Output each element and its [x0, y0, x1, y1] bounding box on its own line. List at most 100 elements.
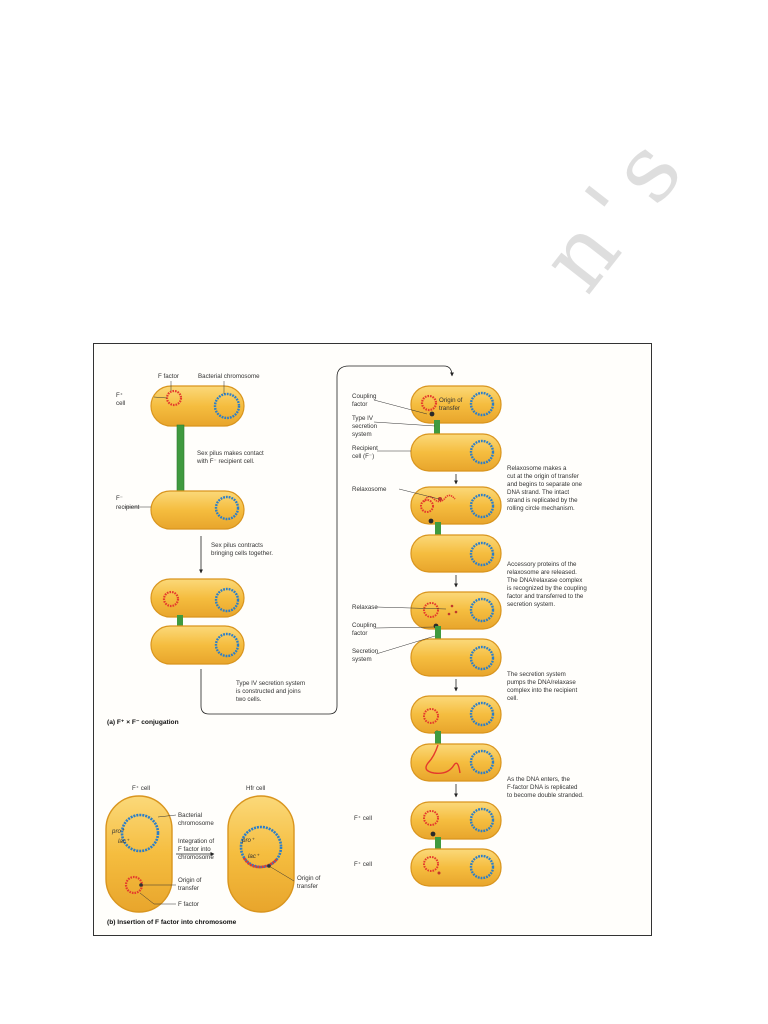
label-origin-of-transfer: Origin of — [439, 397, 463, 404]
note-sex-pilus-contracts: bringing cells together. — [211, 550, 273, 557]
type-iv-secretion-system — [434, 420, 440, 436]
f-factor-dot — [437, 871, 441, 875]
note-relaxosome-cut: Relaxosome makes a cut at the origin of … — [507, 465, 583, 512]
bacterial-chromosome — [469, 701, 495, 727]
note-sex-pilus-contact: with F⁻ recipient cell. — [196, 458, 255, 465]
f-plus-cell-large — [105, 795, 173, 913]
label-lac-hfr: lac⁺ — [248, 853, 260, 860]
svg-text:strand is replicated by the: strand is replicated by the — [507, 497, 578, 504]
watermark: n's — [520, 108, 712, 311]
svg-text:The secretion system: The secretion system — [507, 671, 566, 678]
svg-text:and begins to separate one: and begins to separate one — [507, 481, 583, 488]
bacterial-chromosome — [469, 493, 495, 519]
svg-text:relaxosome are released.: relaxosome are released. — [507, 569, 577, 576]
type-iv-secretion-system — [435, 837, 441, 852]
svg-text:to become double stranded.: to become double stranded. — [507, 792, 584, 799]
label-pro: pro⁺ — [111, 828, 125, 835]
label-f-plus-cell: cell — [116, 400, 125, 407]
donor-cell-paired — [150, 578, 245, 618]
svg-text:cell.: cell. — [507, 695, 518, 702]
label-integration: chromosome — [178, 854, 214, 861]
svg-text:Accessory proteins of the: Accessory proteins of the — [507, 561, 577, 568]
note-type-iv: is constructed and joins — [236, 688, 301, 695]
hfr-cell-large — [227, 795, 295, 913]
relaxase-dot — [450, 604, 454, 608]
sex-pilus — [176, 424, 185, 495]
note-accessory-proteins: Accessory proteins of the relaxosome are… — [507, 561, 587, 608]
label-integration: F factor into — [178, 846, 211, 853]
recipient-chromosome — [469, 541, 495, 567]
figure-frame: F factor Bacterial chromosome F⁺ cell F⁻… — [93, 343, 652, 936]
label-type-iv-secretion: Type IV — [352, 415, 374, 422]
label-origin-of-transfer: transfer — [439, 405, 460, 412]
recipient-chromosome — [469, 439, 495, 465]
svg-text:rolling circle mechanism.: rolling circle mechanism. — [507, 505, 575, 512]
svg-text:pumps the DNA/relaxase: pumps the DNA/relaxase — [507, 679, 576, 686]
label-f-plus-cell: F⁺ — [116, 392, 123, 399]
coupling-factor-dot — [429, 411, 435, 417]
relaxosome-dot — [438, 497, 442, 501]
label-coupling-factor: factor — [352, 401, 367, 408]
note-type-iv: two cells. — [236, 696, 262, 703]
f-factor-plasmid — [162, 590, 180, 608]
bacterial-chromosome — [120, 813, 160, 853]
svg-text:The DNA/relaxase complex: The DNA/relaxase complex — [507, 577, 583, 584]
relaxase-dot — [454, 610, 458, 614]
label-f-minus-recipient: recipient — [116, 504, 140, 511]
label-f-minus-recipient: F⁻ — [116, 495, 123, 502]
relaxosome-dna — [423, 494, 456, 503]
caption-panel-b: (b) Insertion of F factor into chromosom… — [107, 919, 237, 926]
label-origin-of-transfer-hfr: Origin of — [297, 875, 321, 882]
f-factor-plasmid — [423, 708, 439, 724]
label-secretion-system: system — [352, 656, 372, 663]
label-f-plus-cell-b: F⁺ cell — [132, 785, 150, 792]
recipient-cell — [410, 534, 502, 573]
hfr-chromosome — [239, 825, 283, 869]
label-pro-hfr: pro⁺ — [241, 837, 255, 844]
panel-b: F⁺ cell Hfr cell pro⁺ lac⁺ pro⁺ lac⁺ — [105, 785, 295, 913]
svg-text:Relaxosome makes a: Relaxosome makes a — [507, 465, 567, 472]
f-factor-plasmid — [423, 602, 439, 618]
conjugation-diagram: F factor Bacterial chromosome F⁺ cell F⁻… — [105, 365, 587, 926]
flow-connector — [200, 365, 454, 715]
svg-text:secretion system.: secretion system. — [507, 601, 555, 608]
svg-text:cut at the origin of transfer: cut at the origin of transfer — [507, 473, 579, 480]
recipient-chromosome — [214, 632, 240, 658]
recipient-chromosome — [469, 645, 495, 671]
f-factor-plasmid — [423, 856, 439, 872]
label-integration: Integration of — [178, 838, 214, 845]
label-type-iv-secretion: system — [352, 431, 372, 438]
svg-text:DNA strand. The intact: DNA strand. The intact — [507, 489, 569, 496]
label-relaxase: Relaxase — [352, 604, 378, 611]
svg-text:is recognized by the coupling: is recognized by the coupling — [507, 585, 587, 592]
bacterial-chromosome — [214, 587, 240, 613]
label-f-plus-cell-1: F⁺ cell — [354, 815, 372, 822]
type-iv-secretion-system — [435, 522, 441, 537]
label-coupling-factor: Coupling — [352, 393, 377, 400]
note-type-iv: Type IV secretion system — [236, 680, 305, 687]
svg-text:F-factor DNA is replicated: F-factor DNA is replicated — [507, 784, 578, 791]
recipient-cell — [410, 743, 502, 782]
bacterial-chromosome — [213, 392, 241, 420]
caption-panel-a: (a) F⁺ × F⁻ conjugation — [107, 719, 179, 726]
transferring-dna-strand — [425, 744, 461, 775]
label-f-plus-cell-2: F⁺ cell — [354, 861, 372, 868]
label-f-factor: F factor — [158, 373, 179, 380]
label-bacterial-chromosome-b: Bacterial — [178, 812, 202, 819]
svg-text:factor and transferred to the: factor and transferred to the — [507, 593, 584, 600]
f-plus-cell — [150, 385, 245, 427]
sex-pilus-short — [177, 615, 183, 628]
recipient-chromosome — [469, 749, 495, 775]
panel-a-right — [373, 385, 502, 887]
panel-a-left — [124, 365, 454, 715]
coupling-factor-dot — [428, 518, 434, 524]
bacterial-chromosome — [469, 597, 495, 623]
label-secretion-system: Secretion — [352, 648, 379, 655]
bacterial-chromosome — [469, 391, 495, 417]
label-recipient-cell: cell (F⁻) — [352, 453, 374, 460]
recipient-chromosome — [214, 495, 240, 521]
label-coupling-factor-2: factor — [352, 630, 367, 637]
label-recipient-cell: Recipient — [352, 445, 378, 452]
label-type-iv-secretion: secretion — [352, 423, 378, 430]
coupling-factor-dot — [430, 831, 436, 837]
